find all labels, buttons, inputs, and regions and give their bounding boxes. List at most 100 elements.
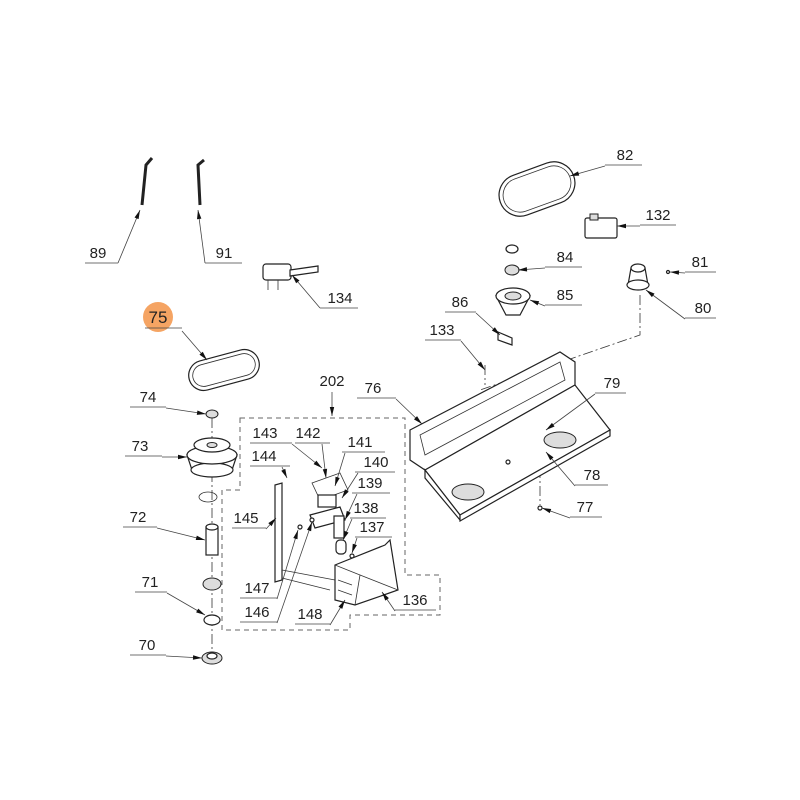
- callout-label: 140: [363, 454, 388, 471]
- arrowhead: [546, 452, 554, 461]
- callout-143[interactable]: 143: [250, 425, 323, 469]
- callout-146[interactable]: 146: [240, 521, 313, 624]
- highlight-marker: [143, 302, 173, 332]
- callout-132[interactable]: 132: [617, 207, 676, 229]
- callout-label: 148: [297, 606, 322, 623]
- arrowhead: [195, 535, 205, 540]
- arrowhead: [491, 327, 500, 335]
- leader-line: [357, 397, 423, 425]
- callout-76[interactable]: 76: [357, 380, 423, 425]
- arrowhead: [345, 510, 351, 520]
- callout-label: 202: [319, 373, 344, 390]
- part-134-power-plug: [262, 263, 319, 290]
- callout-133[interactable]: 133: [425, 322, 486, 371]
- arrowhead: [546, 422, 555, 430]
- arrowhead: [322, 468, 328, 478]
- arrowhead: [338, 600, 345, 609]
- callout-label: 133: [429, 322, 454, 339]
- arrowhead: [542, 508, 552, 514]
- arrowhead: [352, 543, 357, 553]
- callout-label: 141: [347, 434, 372, 451]
- callout-label: 138: [353, 500, 378, 517]
- arrowhead: [268, 518, 276, 527]
- callout-label: 89: [90, 245, 107, 262]
- callout-142[interactable]: 142: [295, 425, 330, 479]
- leader-line: [145, 327, 208, 361]
- callout-139[interactable]: 139: [344, 475, 390, 521]
- callout-85[interactable]: 85: [529, 287, 582, 307]
- part-72-spindle-sleeve: [205, 523, 219, 556]
- callout-80[interactable]: 80: [645, 289, 716, 320]
- callout-78[interactable]: 78: [545, 451, 608, 487]
- part-76-head-cover: [409, 351, 611, 523]
- arrowhead: [134, 210, 140, 220]
- callout-label: 142: [295, 425, 320, 442]
- callout-label: 86: [452, 294, 469, 311]
- callout-81[interactable]: 81: [669, 254, 716, 275]
- part-91-hex-key: [196, 158, 205, 206]
- callout-label: 75: [149, 308, 168, 327]
- callout-84[interactable]: 84: [517, 249, 582, 272]
- arrowhead: [570, 171, 580, 176]
- callout-136[interactable]: 136: [381, 591, 436, 612]
- leader-line: [135, 591, 206, 616]
- callout-144[interactable]: 144: [250, 448, 290, 479]
- leader-line: [125, 455, 187, 458]
- callout-label: 143: [252, 425, 277, 442]
- part-89-hex-key: [140, 157, 154, 206]
- callout-82[interactable]: 82: [569, 147, 642, 177]
- part-136-guard: [334, 538, 399, 606]
- callout-label: 77: [577, 499, 594, 516]
- callout-label: 81: [692, 254, 709, 271]
- callout-70[interactable]: 70: [130, 637, 203, 660]
- callout-label: 85: [557, 287, 574, 304]
- callout-74[interactable]: 74: [130, 389, 207, 415]
- part-82-belt: [498, 161, 576, 217]
- part-145-bar: [274, 482, 283, 583]
- callout-72[interactable]: 72: [123, 509, 206, 541]
- callout-label: 147: [244, 580, 269, 597]
- callout-134[interactable]: 134: [291, 274, 358, 309]
- arrowhead: [382, 592, 389, 601]
- callout-86[interactable]: 86: [445, 294, 501, 336]
- callout-71[interactable]: 71: [135, 574, 206, 616]
- callout-141[interactable]: 141: [334, 434, 385, 487]
- callout-145[interactable]: 145: [232, 510, 277, 530]
- callout-label: 139: [357, 475, 382, 492]
- leader-line: [85, 209, 141, 264]
- callout-137[interactable]: 137: [351, 519, 392, 554]
- callout-73[interactable]: 73: [125, 438, 187, 460]
- callout-89[interactable]: 89: [85, 209, 141, 264]
- arrowhead: [670, 270, 680, 275]
- arrowhead: [335, 476, 340, 486]
- arrowhead: [617, 223, 626, 229]
- callout-140[interactable]: 140: [341, 454, 395, 499]
- callout-label: 70: [139, 637, 156, 654]
- arrowhead: [646, 290, 655, 298]
- assembly-202-boundary: [221, 417, 441, 631]
- callout-label: 145: [233, 510, 258, 527]
- callout-138[interactable]: 138: [342, 500, 386, 541]
- leader-line: [425, 339, 486, 371]
- callout-91[interactable]: 91: [196, 209, 242, 264]
- callout-75[interactable]: 75: [143, 302, 208, 361]
- callout-labels: 89 91 134 75 82 132 84 81 85 80 86 133 202 76 79 74 143 1…: [85, 147, 716, 660]
- arrowhead: [477, 361, 485, 370]
- leader-line: [123, 526, 206, 541]
- callout-147[interactable]: 147: [240, 529, 299, 600]
- callout-label: 78: [584, 467, 601, 484]
- callout-148[interactable]: 148: [295, 599, 346, 626]
- arrowhead: [196, 410, 206, 415]
- part-74-nut: [205, 409, 219, 419]
- leader-line: [130, 654, 203, 659]
- callout-77[interactable]: 77: [541, 499, 602, 519]
- callout-label: 146: [244, 604, 269, 621]
- arrowhead: [342, 489, 349, 498]
- arrowhead: [413, 416, 422, 424]
- callout-label: 79: [604, 375, 621, 392]
- callout-202[interactable]: 202: [319, 373, 345, 416]
- callout-79[interactable]: 79: [545, 375, 626, 431]
- arrowhead: [313, 460, 322, 468]
- arrowhead: [192, 655, 202, 660]
